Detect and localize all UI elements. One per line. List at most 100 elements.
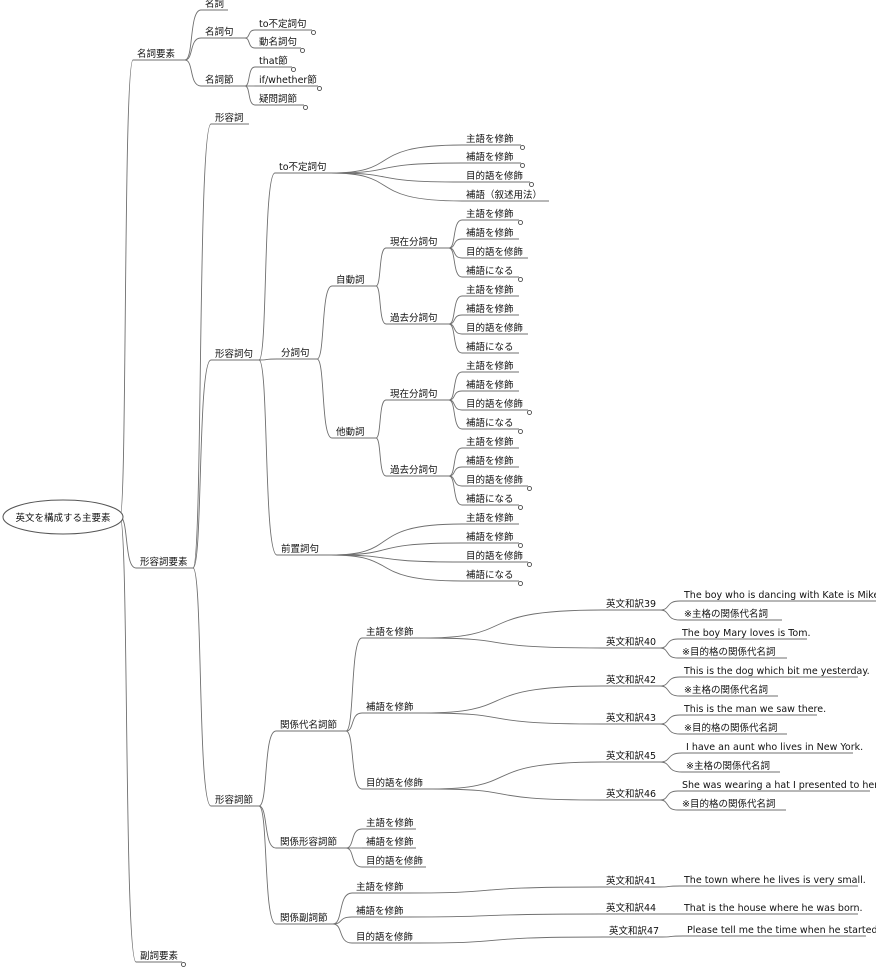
expand-toggle-icon[interactable] <box>518 277 523 282</box>
topic-node[interactable]: 補語（叙述用法） <box>462 189 549 202</box>
topic-node[interactable]: 補語になる <box>462 341 519 354</box>
topic-node[interactable]: 過去分詞句 <box>386 464 449 477</box>
expand-toggle-icon[interactable] <box>527 410 532 415</box>
expand-toggle-icon[interactable] <box>527 486 532 491</box>
topic-node[interactable]: 主語を修飾 <box>362 626 424 639</box>
topic-node[interactable]: 英文和訳40 <box>602 636 660 649</box>
topic-node[interactable]: ※主格の関係代名詞 <box>680 608 782 621</box>
topic-node[interactable]: 補語になる <box>462 493 523 510</box>
topic-node[interactable]: 疑問詞節 <box>255 93 308 110</box>
topic-node[interactable]: 目的語を修飾 <box>352 931 418 944</box>
topic-node[interactable]: 自動詞 <box>332 274 376 287</box>
topic-node[interactable]: 補語になる <box>462 569 523 586</box>
topic-node[interactable]: This is the man we saw there. <box>680 704 826 716</box>
expand-toggle-icon[interactable] <box>520 163 525 168</box>
topic-node[interactable]: 他動詞 <box>332 426 376 439</box>
topic-node[interactable]: 現在分詞句 <box>386 236 449 249</box>
topic-node[interactable]: 現在分詞句 <box>386 388 449 401</box>
expand-toggle-icon[interactable] <box>520 145 525 150</box>
topic-node[interactable]: 関係形容詞節 <box>276 836 346 849</box>
topic-node[interactable]: 英文和訳39 <box>602 598 660 611</box>
topic-node[interactable]: 目的語を修飾 <box>462 322 528 335</box>
topic-node[interactable]: She was wearing a hat I presented to her… <box>678 780 876 792</box>
topic-node[interactable]: 目的語を修飾 <box>462 398 532 415</box>
expand-toggle-icon[interactable] <box>181 962 186 967</box>
topic-node[interactable]: ※目的格の関係代名詞 <box>678 646 787 659</box>
topic-node[interactable]: to不定詞句 <box>275 161 331 174</box>
expand-toggle-icon[interactable] <box>527 562 532 567</box>
topic-node[interactable]: The town where he lives is very small. <box>680 875 866 887</box>
topic-node[interactable]: 分詞句 <box>277 347 317 360</box>
topic-node[interactable]: 英文和訳42 <box>602 674 660 687</box>
expand-toggle-icon[interactable] <box>317 86 322 91</box>
expand-toggle-icon[interactable] <box>518 429 523 434</box>
topic-node[interactable]: 英文和訳46 <box>602 788 660 801</box>
topic-node[interactable]: 補語を修飾 <box>462 531 523 548</box>
expand-toggle-icon[interactable] <box>518 581 523 586</box>
topic-node[interactable]: 名詞 <box>201 0 228 11</box>
topic-node[interactable]: 主語を修飾 <box>462 512 519 525</box>
topic-node[interactable]: That is the house where he was born. <box>680 903 863 915</box>
expand-toggle-icon[interactable] <box>291 67 296 72</box>
topic-node[interactable]: 補語になる <box>462 417 523 434</box>
topic-node[interactable]: 関係代名詞節 <box>276 719 346 732</box>
topic-node[interactable]: 主語を修飾 <box>462 360 519 373</box>
topic-node[interactable]: 主語を修飾 <box>362 817 416 830</box>
central-topic[interactable]: 英文を構成する主要素 <box>2 499 124 535</box>
topic-node[interactable]: 目的語を修飾 <box>462 474 532 491</box>
topic-node[interactable]: 補語になる <box>462 265 523 282</box>
expand-toggle-icon[interactable] <box>518 220 523 225</box>
topic-node[interactable]: that節 <box>255 55 296 72</box>
topic-node[interactable]: 名詞節 <box>201 74 245 87</box>
topic-node[interactable]: 過去分詞句 <box>386 312 449 325</box>
topic-node[interactable]: I have an aunt who lives in New York. <box>682 742 863 754</box>
topic-node[interactable]: Please tell me the time when he started. <box>683 925 876 937</box>
topic-node[interactable]: 目的語を修飾 <box>362 855 426 868</box>
topic-node[interactable]: to不定詞句 <box>255 18 316 35</box>
topic-node[interactable]: 形容詞節 <box>211 794 259 807</box>
topic-node[interactable]: 主語を修飾 <box>462 436 519 449</box>
topic-node[interactable]: 補語を修飾 <box>462 303 519 316</box>
topic-node[interactable]: if/whether節 <box>255 74 322 91</box>
topic-node[interactable]: 目的語を修飾 <box>462 550 532 567</box>
topic-node[interactable]: 主語を修飾 <box>462 208 523 225</box>
expand-toggle-icon[interactable] <box>303 105 308 110</box>
topic-node[interactable]: 目的語を修飾 <box>462 170 534 187</box>
topic-node[interactable]: 補語を修飾 <box>362 701 424 714</box>
topic-node[interactable]: 名詞要素 <box>133 48 185 61</box>
topic-node[interactable]: 補語を修飾 <box>462 379 519 392</box>
topic-node[interactable]: 補語を修飾 <box>462 455 519 468</box>
topic-node[interactable]: This is the dog which bit me yesterday. <box>680 666 870 678</box>
topic-node[interactable]: The boy who is dancing with Kate is Mike… <box>680 590 876 602</box>
topic-node[interactable]: 英文和訳45 <box>602 750 660 763</box>
topic-node[interactable]: ※目的格の関係代名詞 <box>680 722 787 735</box>
topic-node[interactable]: 補語を修飾 <box>462 151 525 168</box>
topic-node[interactable]: 副詞要素 <box>136 950 186 967</box>
topic-node[interactable]: 補語を修飾 <box>352 905 408 918</box>
topic-node[interactable]: ※主格の関係代名詞 <box>682 760 780 773</box>
expand-toggle-icon[interactable] <box>518 505 523 510</box>
topic-node[interactable]: 形容詞要素 <box>136 556 193 569</box>
topic-node[interactable]: 名詞句 <box>201 26 245 39</box>
topic-node[interactable]: 関係副詞節 <box>276 912 333 925</box>
topic-node[interactable]: 英文和訳41 <box>602 875 660 888</box>
topic-node[interactable]: 英文和訳44 <box>602 902 660 915</box>
expand-toggle-icon[interactable] <box>518 543 523 548</box>
topic-node[interactable]: 英文和訳47 <box>605 925 662 938</box>
topic-node[interactable]: 英文和訳43 <box>602 712 660 725</box>
topic-node[interactable]: 目的語を修飾 <box>362 777 432 790</box>
topic-node[interactable]: 補語を修飾 <box>462 227 519 240</box>
topic-node[interactable]: 形容詞句 <box>211 348 259 361</box>
topic-node[interactable]: 形容詞 <box>211 112 249 125</box>
topic-node[interactable]: 主語を修飾 <box>352 881 408 894</box>
topic-node[interactable]: 前置詞句 <box>277 543 331 556</box>
topic-node[interactable]: 目的語を修飾 <box>462 246 528 259</box>
expand-toggle-icon[interactable] <box>300 48 305 53</box>
topic-node[interactable]: The boy Mary loves is Tom. <box>678 628 811 640</box>
topic-node[interactable]: 主語を修飾 <box>462 284 519 297</box>
topic-node[interactable]: ※主格の関係代名詞 <box>680 684 778 697</box>
expand-toggle-icon[interactable] <box>311 30 316 35</box>
topic-node[interactable]: ※目的格の関係代名詞 <box>678 798 786 811</box>
topic-node[interactable]: 動名詞句 <box>255 36 305 53</box>
topic-node[interactable]: 補語を修飾 <box>362 836 416 849</box>
